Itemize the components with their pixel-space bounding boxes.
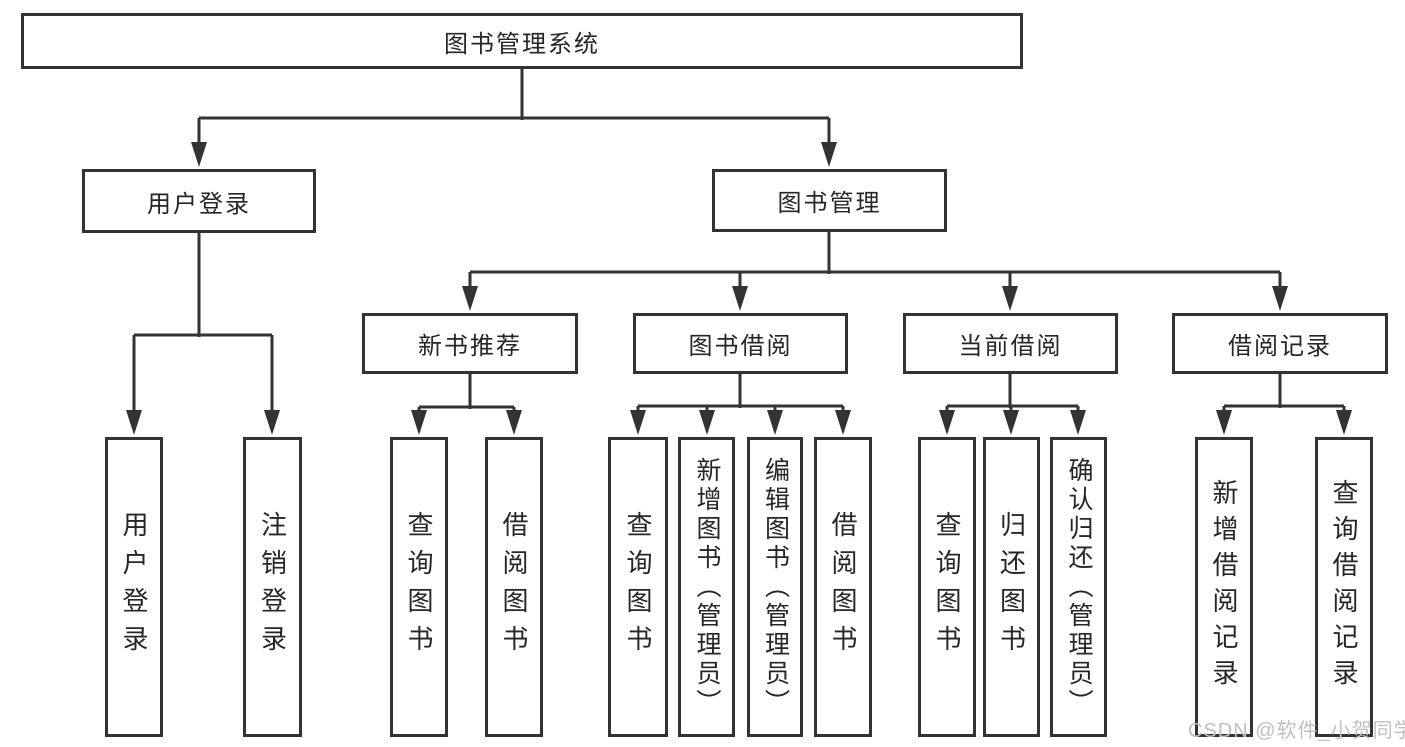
leaf-query-books-borrow: 查询图书 [608,437,668,737]
leaf-query-books-current: 查询图书 [918,437,976,737]
leaf-user-login-label: 用户登录 [119,511,149,663]
node-library-management-system: 图书管理系统 [21,13,1023,69]
leaf-add-book-admin: 新增图书（管理员） [678,437,735,737]
node-current-borrow: 当前借阅 [903,313,1118,374]
node-book-borrow: 图书借阅 [633,313,848,374]
leaf-add-borrow-record-label: 新增借阅记录 [1209,479,1239,695]
node-user-login-label: 用户登录 [147,190,251,218]
leaf-query-books-borrow-label: 查询图书 [623,511,653,663]
node-current-borrow-label: 当前借阅 [958,333,1063,360]
node-user-login: 用户登录 [82,169,316,233]
leaf-return-books: 归还图书 [983,437,1040,737]
leaf-logout: 注销登录 [243,437,302,737]
node-library-management-system-label: 图书管理系统 [444,30,600,58]
node-borrow-records-label: 借阅记录 [1228,333,1332,360]
watermark-text: CSDN @软件_小贺同学 [1188,720,1405,742]
leaf-borrow-books-recommend: 借阅图书 [485,437,543,737]
leaf-confirm-return-admin-label: 确认归还（管理员） [1065,456,1093,718]
node-new-book-recommend-label: 新书推荐 [418,333,522,360]
leaf-query-books-recommend: 查询图书 [390,437,448,737]
leaf-confirm-return-admin: 确认归还（管理员） [1050,437,1107,737]
leaf-borrow-books-label: 借阅图书 [828,511,858,663]
node-book-management: 图书管理 [712,169,947,232]
connector-paths [132,69,1346,414]
leaf-add-book-admin-label: 新增图书（管理员） [693,456,721,718]
leaf-edit-book-admin: 编辑图书（管理员） [747,437,803,737]
leaf-borrow-books-recommend-label: 借阅图书 [499,511,529,663]
leaf-borrow-books: 借阅图书 [814,437,872,737]
leaf-query-books-recommend-label: 查询图书 [404,511,434,663]
arrowhead-icons [126,142,1352,435]
node-new-book-recommend: 新书推荐 [362,313,578,374]
leaf-logout-label: 注销登录 [257,511,288,663]
leaf-query-borrow-record-label: 查询借阅记录 [1329,479,1359,695]
leaf-edit-book-admin-label: 编辑图书（管理员） [761,456,790,718]
node-borrow-records: 借阅记录 [1172,313,1388,374]
leaf-user-login: 用户登录 [105,437,163,737]
leaf-return-books-label: 归还图书 [996,511,1027,663]
node-book-borrow-label: 图书借阅 [688,333,793,360]
node-book-management-label: 图书管理 [777,190,882,217]
leaf-query-borrow-record: 查询借阅记录 [1315,437,1373,737]
leaf-add-borrow-record: 新增借阅记录 [1195,437,1253,737]
leaf-query-books-current-label: 查询图书 [932,511,962,663]
